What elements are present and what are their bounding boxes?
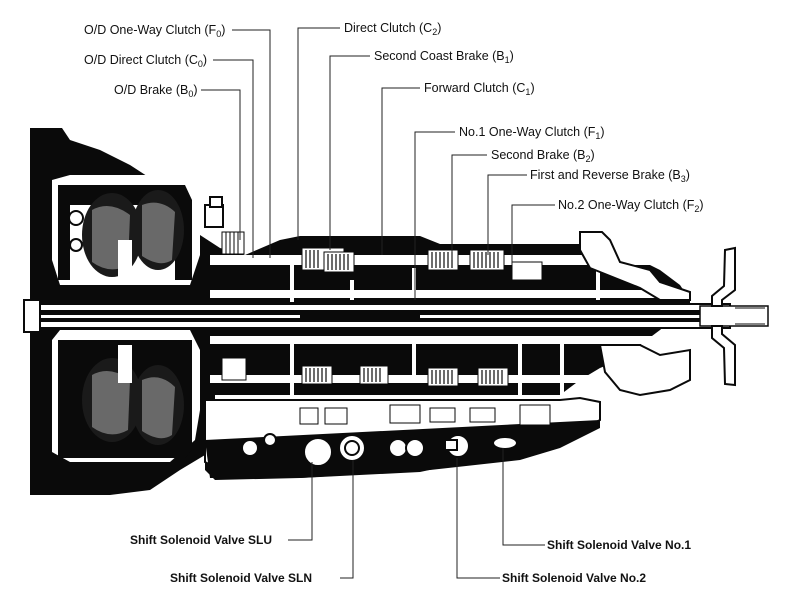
clutch-pack-c0 (221, 231, 245, 255)
label-second-coast-brake: Second Coast Brake (B1) (374, 49, 514, 65)
label-first-reverse-brake: First and Reverse Brake (B3) (530, 168, 690, 184)
leader-lines (201, 27, 555, 579)
label-solenoid-sln: Shift Solenoid Valve SLN (170, 571, 313, 585)
label-od-direct-clutch: O/D Direct Clutch (C0) (84, 53, 208, 69)
label-solenoid-no2: Shift Solenoid Valve No.2 (502, 571, 647, 585)
label-solenoid-no1: Shift Solenoid Valve No.1 (547, 538, 692, 552)
label-no1-one-way-clutch: No.1 One-Way Clutch (F1) (459, 125, 605, 141)
label-second-brake: Second Brake (B2) (491, 148, 595, 164)
label-direct-clutch: Direct Clutch (C2) (344, 21, 442, 37)
label-solenoid-slu: Shift Solenoid Valve SLU (130, 533, 273, 547)
label-forward-clutch: Forward Clutch (C1) (424, 81, 535, 97)
label-no2-one-way-clutch: No.2 One-Way Clutch (F2) (558, 198, 704, 214)
label-od-one-way-clutch: O/D One-Way Clutch (F0) (84, 23, 226, 39)
label-od-brake: O/D Brake (B0) (114, 83, 198, 99)
